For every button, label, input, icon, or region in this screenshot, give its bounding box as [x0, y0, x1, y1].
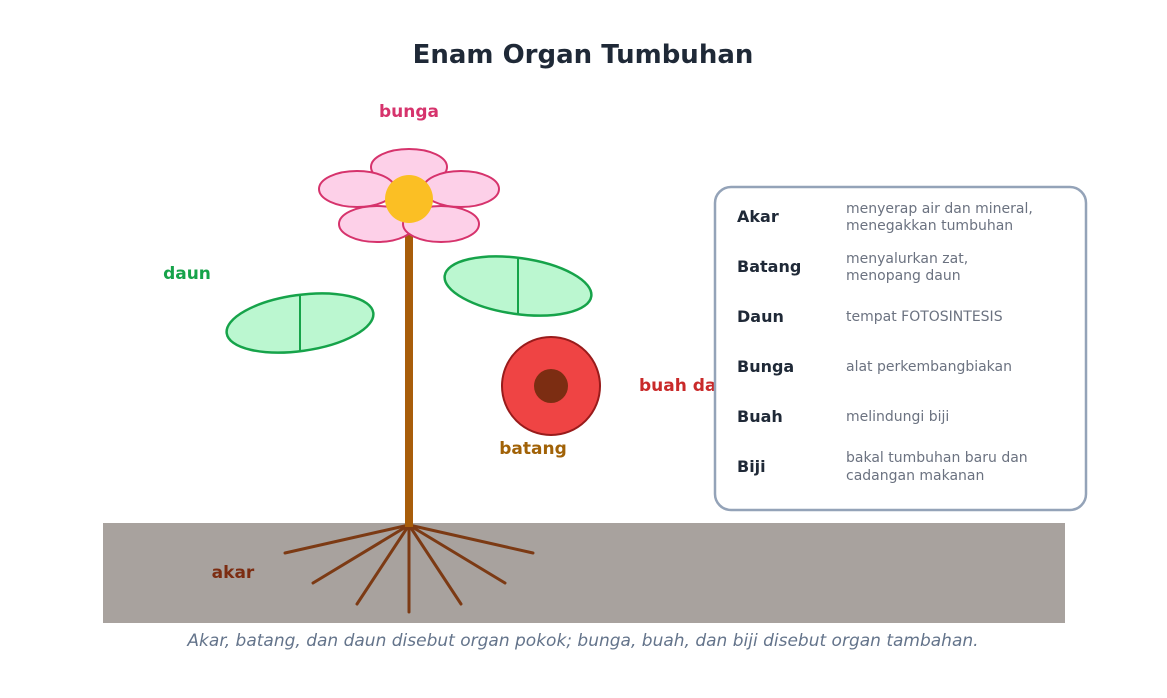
flower-center: [385, 175, 433, 223]
label-akar: akar: [212, 563, 255, 583]
leaf-right: [443, 255, 593, 317]
legend-row: Daun tempat FOTOSINTESIS: [737, 307, 1003, 326]
flower: [318, 148, 500, 243]
legend-row: Bunga alat perkembangbiakan: [737, 357, 1012, 376]
root-line: [283, 523, 411, 555]
legend-desc: tempat FOTOSINTESIS: [846, 309, 1003, 325]
seed: [534, 369, 568, 403]
petal: [422, 170, 500, 208]
soil: [103, 523, 1065, 623]
label-bunga: bunga: [379, 102, 439, 122]
legend-desc: melindungi biji: [846, 409, 949, 425]
legend-term: Bunga: [737, 357, 794, 376]
legend-desc: menopang daun: [846, 268, 961, 284]
legend-row: Batang menyalurkan zat, menopang daun: [737, 251, 968, 284]
label-daun: daun: [163, 264, 211, 284]
legend-term: Buah: [737, 407, 783, 426]
legend-desc: alat perkembangbiakan: [846, 359, 1012, 375]
legend-term: Akar: [737, 207, 779, 226]
petal: [318, 170, 396, 208]
legend-row: Akar menyerap air dan mineral, menegakka…: [737, 201, 1033, 234]
legend-desc: menyerap air dan mineral,: [846, 201, 1033, 217]
leaf-left: [225, 292, 375, 354]
root-line: [311, 523, 411, 585]
legend-term: Daun: [737, 307, 784, 326]
diagram-title: Enam Organ Tumbuhan: [413, 40, 754, 70]
stem: [405, 225, 413, 527]
legend-desc: menegakkan tumbuhan: [846, 218, 1013, 234]
legend-desc: bakal tumbuhan baru dan: [846, 450, 1028, 466]
legend-desc: cadangan makanan: [846, 468, 984, 484]
label-batang: batang: [499, 439, 567, 459]
legend-box: [713, 185, 1088, 512]
roots: [283, 523, 535, 614]
root-line: [407, 523, 463, 606]
legend-desc: menyalurkan zat,: [846, 251, 968, 267]
legend-row: Buah melindungi biji: [737, 407, 949, 426]
root-line: [355, 523, 411, 606]
caption: Akar, batang, dan daun disebut organ pok…: [186, 631, 978, 651]
legend-term: Batang: [737, 257, 801, 276]
root-line: [407, 523, 535, 555]
legend-term: Biji: [737, 457, 766, 476]
root-line: [407, 523, 507, 585]
legend-row: Biji bakal tumbuhan baru dan cadangan ma…: [737, 450, 1028, 484]
